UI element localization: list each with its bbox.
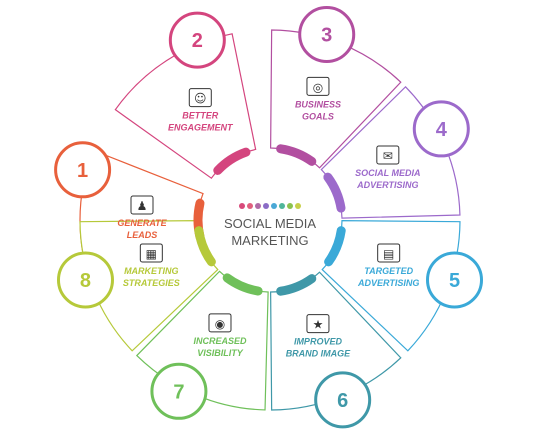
svg-text:◉: ◉	[215, 317, 225, 331]
segment-label-8-line1: MARKETING	[124, 266, 179, 276]
svg-text:◎: ◎	[313, 80, 323, 94]
segment-arc-5	[324, 226, 346, 267]
center-title-line1: SOCIAL MEDIA	[224, 216, 316, 231]
segment-arc-8	[194, 226, 216, 267]
leader-team-icon: ♟	[130, 195, 154, 215]
engagement-people-icon: ☺	[188, 88, 212, 108]
segment-arc-2	[213, 147, 251, 175]
center-circle	[208, 158, 332, 282]
badge-number: 6	[337, 390, 348, 412]
visibility-chart-icon: ◉	[208, 313, 232, 333]
segment-label-4-line2: ADVERTISING	[356, 180, 418, 190]
badge-number: 4	[436, 119, 448, 141]
segment-label-3-line1: BUSINESS	[295, 99, 341, 109]
svg-text:☺: ☺	[194, 92, 207, 106]
center-dot	[295, 203, 301, 209]
segment-label-5-line1: TARGETED	[364, 266, 413, 276]
badge-number: 3	[321, 24, 332, 46]
segment-arc-7	[222, 273, 263, 296]
badge-8	[56, 251, 114, 309]
segment-arc-4	[323, 172, 346, 213]
segment-label-1-line2: LEADS	[127, 230, 158, 240]
badge-3	[298, 5, 356, 63]
segment-arc-6	[276, 274, 317, 296]
segment-label-5-line2: ADVERTISING	[357, 278, 419, 288]
segment-arc-3	[276, 144, 317, 166]
megaphone-icon: ✉	[376, 145, 400, 165]
segment-label-6-line2: BRAND IMAGE	[286, 349, 351, 359]
target-chart-icon: ◎	[306, 76, 330, 96]
svg-text:▦: ▦	[146, 247, 157, 261]
brand-analytics-icon: ★	[306, 314, 330, 334]
segment-label-2-line2: ENGAGEMENT	[168, 123, 234, 133]
badge-number: 2	[192, 30, 203, 52]
badge-6	[314, 371, 372, 429]
center-dot	[239, 203, 245, 209]
badge-5	[426, 251, 484, 309]
center-title-line2: MARKETING	[231, 233, 308, 248]
segment-label-7-line2: VISIBILITY	[197, 348, 244, 358]
segment-label-6-line1: IMPROVED	[294, 337, 343, 347]
svg-text:✉: ✉	[383, 149, 393, 163]
center-dot	[255, 203, 261, 209]
growth-chart-icon: ▤	[377, 243, 401, 263]
center-dot	[263, 203, 269, 209]
svg-text:♟: ♟	[137, 199, 148, 213]
segment-label-1-line1: GENERATE	[117, 218, 167, 228]
badge-2	[168, 11, 226, 69]
strategy-board-icon: ▦	[139, 243, 163, 263]
segment-label-4-line1: SOCIAL MEDIA	[355, 168, 420, 178]
segment-label-2-line1: BETTER	[182, 111, 219, 121]
badge-number: 1	[77, 160, 88, 182]
badge-number: 5	[449, 270, 460, 292]
badge-7	[150, 362, 208, 420]
center-dot	[279, 203, 285, 209]
badge-4	[412, 100, 470, 158]
segment-label-3-line2: GOALS	[302, 111, 334, 121]
svg-text:▤: ▤	[383, 247, 394, 261]
badge-1	[54, 141, 112, 199]
center-dot	[287, 203, 293, 209]
center-dot	[247, 203, 253, 209]
svg-text:★: ★	[313, 318, 324, 332]
segment-label-7-line1: INCREASED	[193, 336, 247, 346]
segment-label-8-line2: STRATEGIES	[123, 278, 180, 288]
badge-number: 8	[80, 270, 91, 292]
center-dot	[271, 203, 277, 209]
badge-number: 7	[173, 381, 184, 403]
